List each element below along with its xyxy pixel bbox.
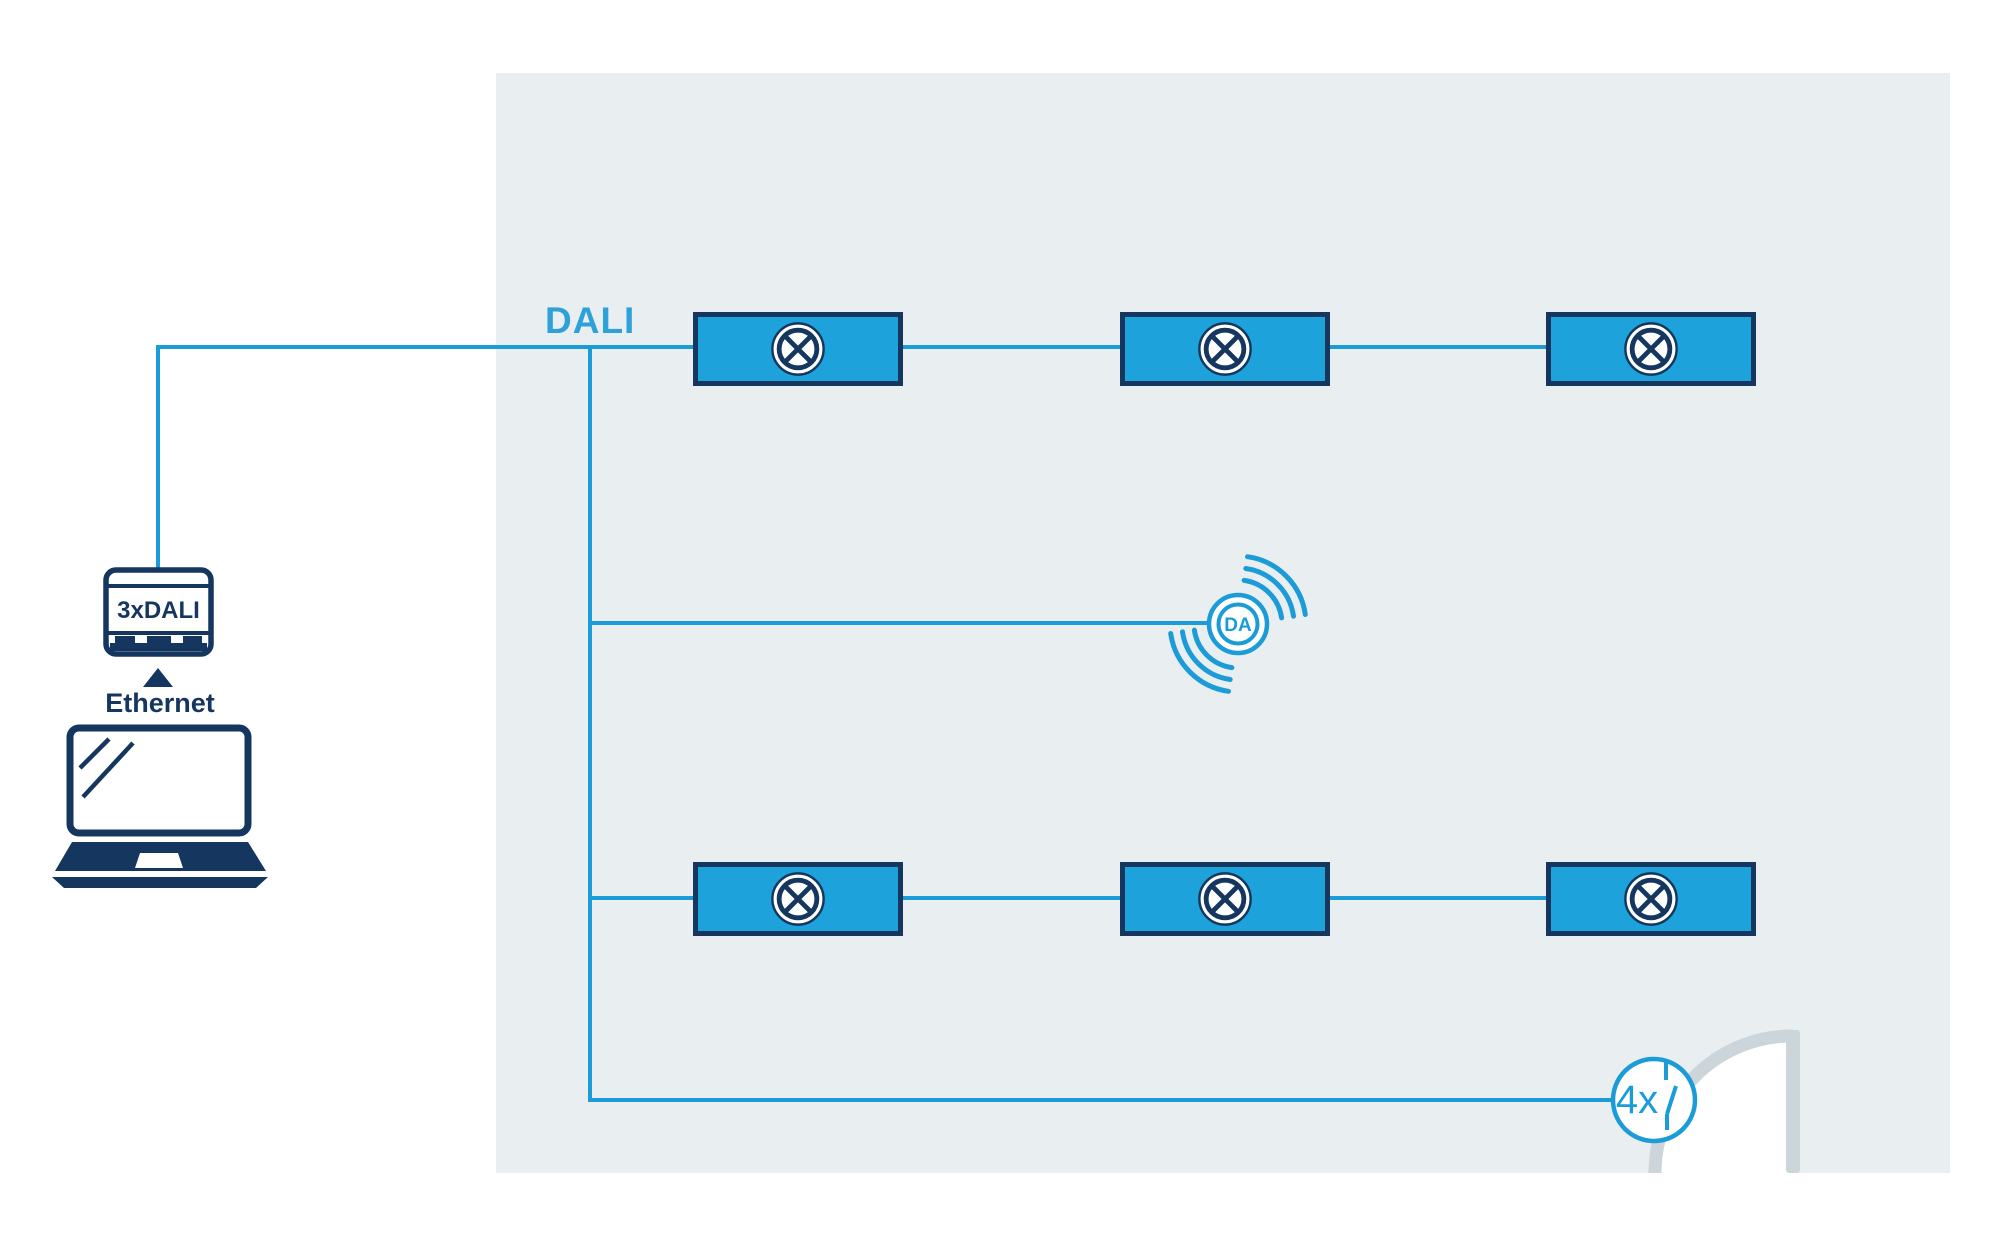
gateway-label: 3xDALI — [117, 597, 200, 624]
laptop-icon — [52, 724, 268, 888]
luminaire — [1120, 312, 1330, 386]
luminaire — [1546, 862, 1756, 936]
luminaire — [1546, 312, 1756, 386]
luminaire — [693, 312, 903, 386]
ethernet-gateway-riser-wire — [156, 345, 160, 569]
up-triangle-icon — [143, 668, 173, 687]
dali-bus-bottom-wire — [588, 896, 1650, 900]
lamp-circle-x-icon — [1198, 872, 1252, 926]
sensor-branch-wire — [588, 621, 1209, 625]
lamp-circle-x-icon — [1624, 872, 1678, 926]
lamp-circle-x-icon — [771, 872, 825, 926]
dali-bus-trunk-wire — [588, 345, 592, 1102]
din-rail-module-icon: 3xDALI — [103, 567, 214, 657]
luminaire — [1120, 862, 1330, 936]
lamp-circle-x-icon — [1624, 322, 1678, 376]
lamp-circle-x-icon — [771, 322, 825, 376]
dali-bus-label: DALI — [545, 300, 636, 341]
luminaire — [693, 862, 903, 936]
lamp-circle-x-icon — [1198, 322, 1252, 376]
switch-branch-wire — [588, 1098, 1613, 1102]
switch-label: 4x — [1616, 1078, 1658, 1122]
ethernet-label: Ethernet — [105, 688, 215, 718]
sensor-label: DA — [1224, 615, 1252, 636]
door-swing-icon — [1648, 1029, 1800, 1173]
dali-bus-top-wire — [156, 345, 1650, 349]
switch-icon: 4x — [1610, 1056, 1698, 1144]
wireless-sensor-icon: DA — [1168, 554, 1308, 694]
